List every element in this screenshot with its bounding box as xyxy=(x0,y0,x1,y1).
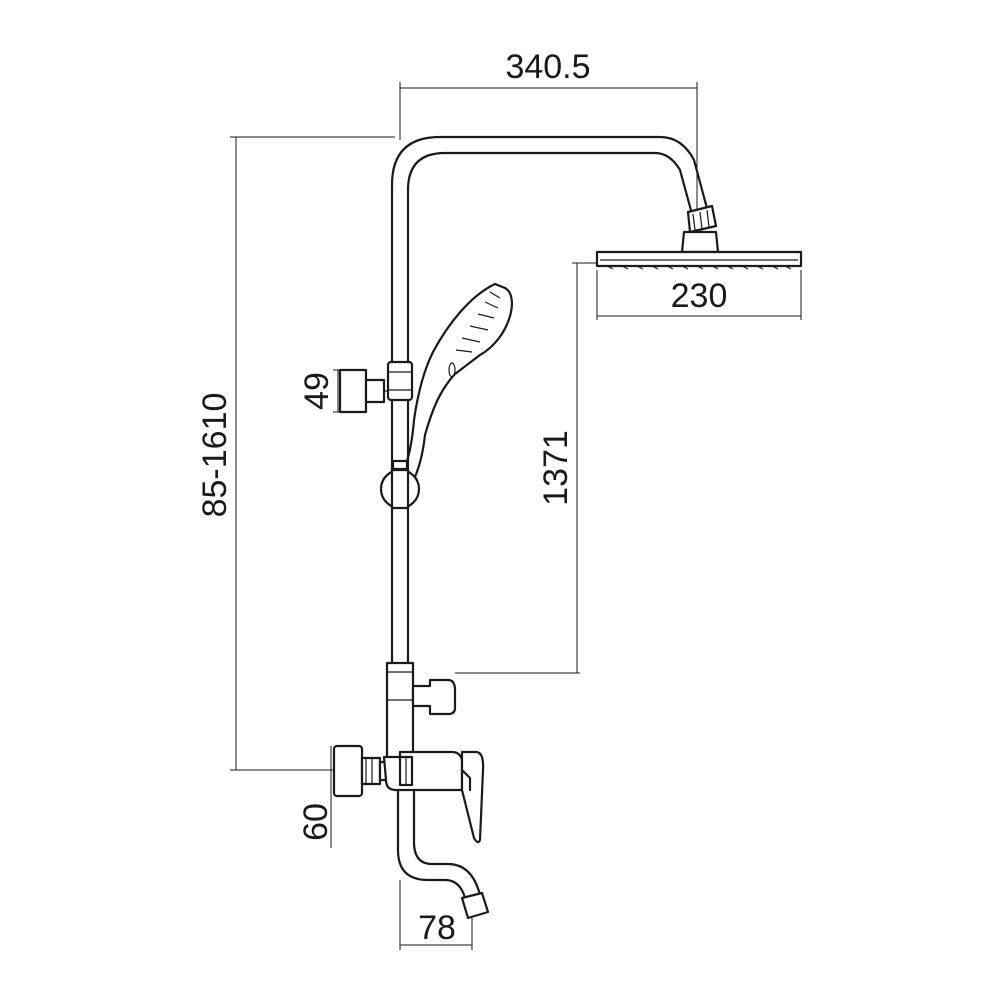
diverter-body xyxy=(385,661,457,767)
dim-inlet-size-label: 60 xyxy=(297,803,335,841)
dim-column-height-label: 85-1610 xyxy=(196,393,234,518)
wall-inlet xyxy=(332,744,392,798)
bath-spout xyxy=(396,788,490,920)
riser-pipe xyxy=(390,135,710,665)
dim-column-height: 85-1610 xyxy=(196,136,395,771)
sliding-holder xyxy=(379,459,421,510)
upper-wall-bracket xyxy=(338,360,414,414)
dim-bracket-size-label: 49 xyxy=(298,372,336,410)
dim-bracket-size: 49 xyxy=(298,369,345,413)
dim-spout-reach: 78 xyxy=(399,880,473,950)
dim-inlet-size: 60 xyxy=(297,746,335,848)
rain-shower-head xyxy=(595,250,803,270)
dim-head-diameter-label: 230 xyxy=(671,277,728,315)
dim-outlet-height: 1371 xyxy=(455,262,597,674)
dim-outlet-height-label: 1371 xyxy=(537,430,575,506)
dim-spout-reach-label: 78 xyxy=(418,909,456,947)
dim-head-diameter: 230 xyxy=(596,270,802,320)
dim-top-width-label: 340.5 xyxy=(505,48,590,86)
hand-shower xyxy=(412,282,513,437)
arm-swivel-nut xyxy=(680,204,720,254)
dim-top-width: 340.5 xyxy=(399,48,698,210)
mixer-body xyxy=(382,750,485,844)
